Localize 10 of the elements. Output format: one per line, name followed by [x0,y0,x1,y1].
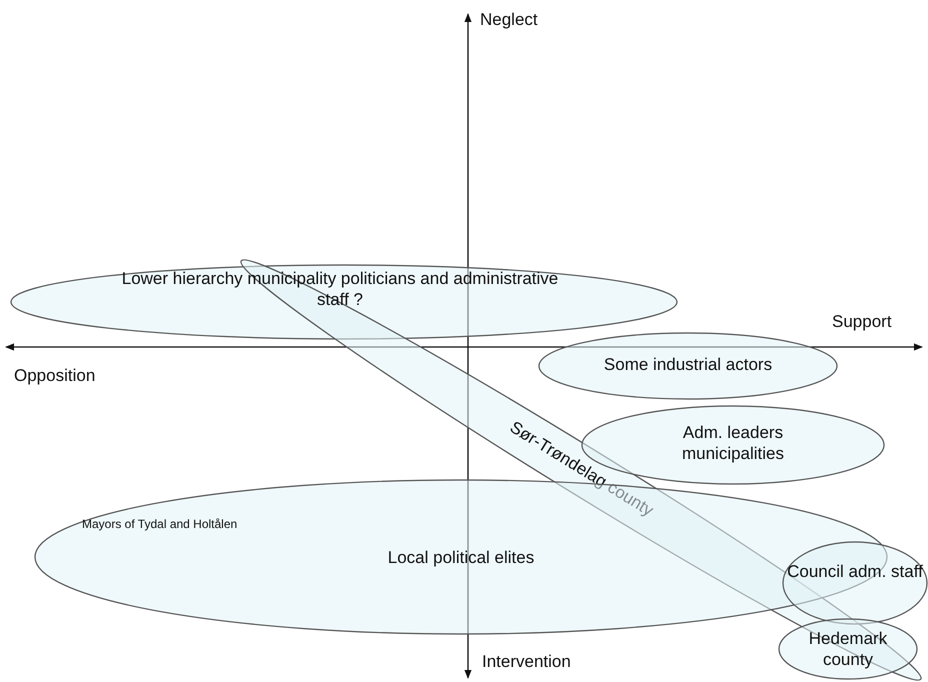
group-label: Hedemark county [808,628,888,670]
axis-label: Opposition [14,366,96,386]
group-label: Mayors of Tydal and Holtålen [82,517,238,532]
group-label: Adm. leaders municipalities [680,422,786,464]
axis-label: Support [832,312,892,332]
group-label: Council adm. staff [786,561,924,582]
axis-label: Neglect [480,10,538,30]
group-label: Some industrial actors [602,354,774,376]
axis-label: Intervention [482,652,571,672]
group-label: Local political elites [386,547,536,568]
